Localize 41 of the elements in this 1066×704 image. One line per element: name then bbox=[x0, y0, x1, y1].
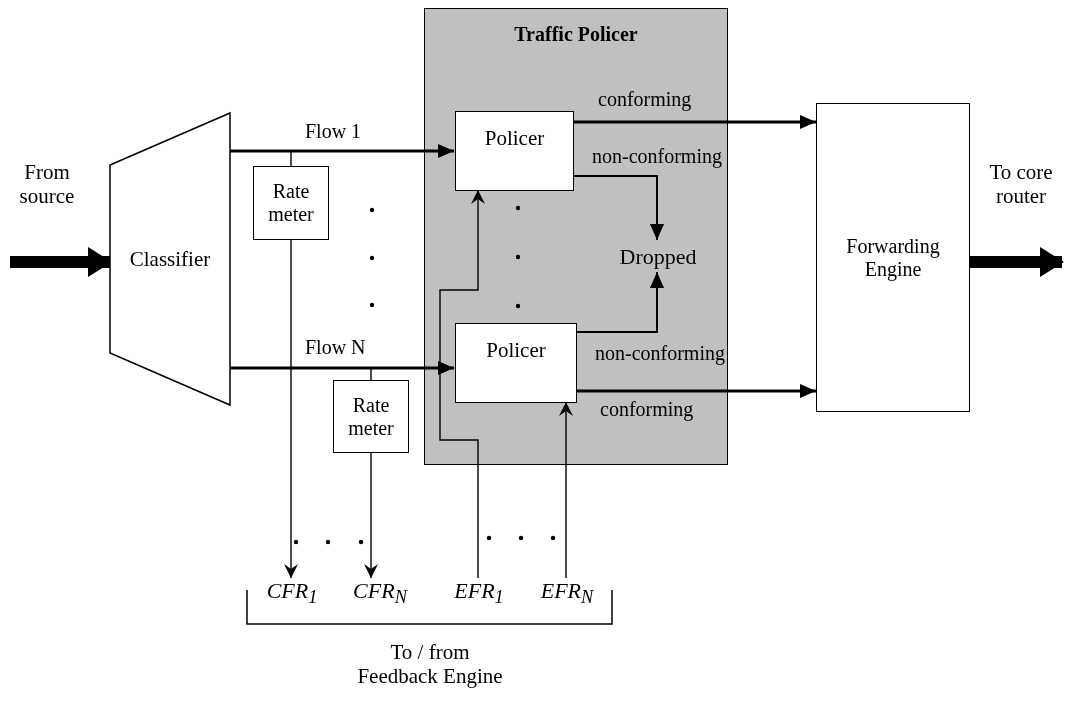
block-arrow bbox=[970, 247, 1064, 277]
arrow bbox=[284, 239, 298, 579]
node-label: Forwarding Engine bbox=[845, 234, 941, 281]
node-label: Rate meter bbox=[267, 180, 315, 226]
text-label: To core router bbox=[988, 160, 1054, 209]
connector-line bbox=[229, 150, 292, 167]
text-label: To / from Feedback Engine bbox=[356, 640, 504, 689]
arrow bbox=[572, 175, 664, 241]
block-arrow bbox=[10, 247, 112, 277]
node-label: Classifier bbox=[129, 246, 211, 272]
edge-label: conforming bbox=[600, 398, 694, 421]
engine-box bbox=[816, 103, 970, 412]
signal-label: EFR$_{1}$ bbox=[454, 577, 504, 609]
panel-title: Traffic Policer bbox=[514, 23, 638, 46]
meter-box bbox=[253, 166, 329, 240]
arrow bbox=[575, 271, 664, 333]
signal-label: EFR$_{N}$ bbox=[540, 577, 594, 609]
arrow bbox=[576, 384, 816, 398]
edge-label: Flow N bbox=[305, 336, 366, 359]
node-label: Policer bbox=[484, 126, 545, 151]
policer-box bbox=[455, 323, 577, 403]
edge-label: Flow 1 bbox=[305, 120, 362, 143]
edge-label: non-conforming bbox=[592, 145, 722, 168]
arrow bbox=[573, 115, 816, 129]
policer-box bbox=[455, 111, 574, 191]
arrow bbox=[364, 452, 378, 579]
arrow bbox=[230, 361, 454, 375]
signal-label: CFR$_{1}$ bbox=[266, 577, 318, 609]
meter-box bbox=[333, 380, 409, 453]
text-label: From source bbox=[18, 160, 76, 209]
arrow bbox=[230, 144, 454, 158]
node-label: Dropped bbox=[619, 244, 697, 270]
policer-panel bbox=[424, 8, 728, 465]
edge-label: conforming bbox=[598, 88, 692, 111]
node-label: Policer bbox=[486, 338, 546, 363]
node-label: Rate meter bbox=[347, 393, 395, 440]
signal-label: CFR$_{N}$ bbox=[353, 577, 407, 609]
classifier-trapezoid bbox=[110, 113, 230, 405]
arrow bbox=[559, 401, 573, 579]
arrow bbox=[439, 189, 485, 579]
edge-label: non-conforming bbox=[595, 342, 725, 365]
